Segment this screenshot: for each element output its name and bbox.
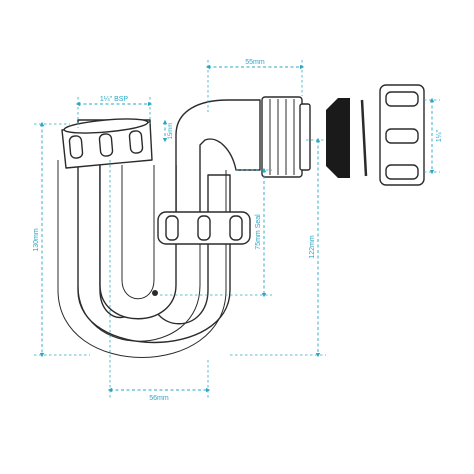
label-overall-height: 130mm [33,228,40,252]
inner-leg-inner [121,165,155,300]
outer-leg [77,230,201,342]
label-centre-width: 56mm [149,395,169,402]
outer-leg-right [57,160,227,358]
label-outlet-height: 122mm [309,235,316,259]
dimensions [34,60,440,400]
threaded-outlet [261,96,311,178]
inner-leg [99,165,177,320]
label-seal-depth: 75mm Seal [255,214,262,250]
outlet-nut [379,84,425,186]
label-small-offset: 15mm [168,123,174,140]
label-thread-size-top: 1¼" BSP [100,96,128,103]
union-nut [157,211,251,245]
label-nut-thread-size: 1¼" [436,129,443,142]
cone-washer [326,98,350,178]
access-hole [152,290,158,296]
dimension-labels: 1¼" BSP 55mm 130mm 15mm 75mm Seal 122mm … [33,59,443,402]
inlet-nut [61,118,153,169]
flat-washer [360,99,368,177]
label-outlet-width: 55mm [245,59,265,66]
trap-body [57,99,261,358]
